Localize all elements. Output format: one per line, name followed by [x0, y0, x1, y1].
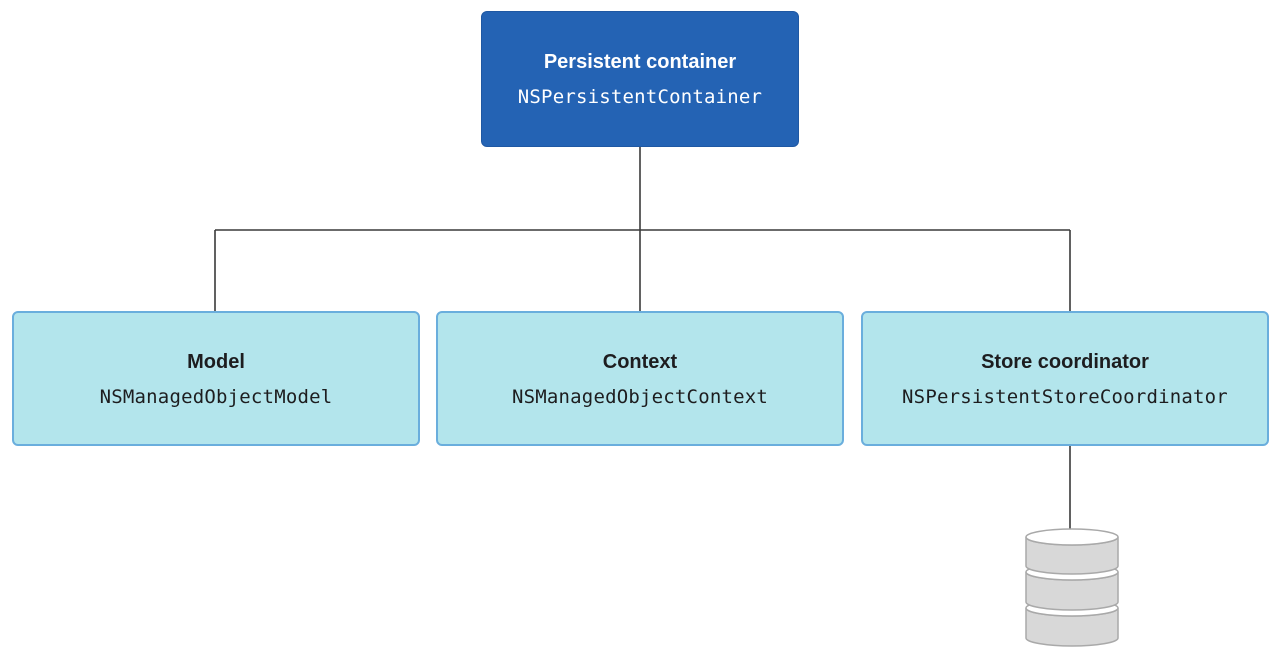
persistent-container-title: Persistent container [543, 51, 737, 73]
database-cylinder-icon [1025, 528, 1119, 647]
model-node: Model NSManagedObjectModel [12, 311, 420, 446]
store-disk-top-cap [1025, 528, 1119, 546]
context-class: NSManagedObjectContext [511, 385, 769, 408]
store-coordinator-title: Store coordinator [981, 350, 1149, 373]
store-coordinator-class: NSPersistentStoreCoordinator [902, 385, 1228, 408]
context-node: Context NSManagedObjectContext [436, 311, 844, 446]
model-title: Model [187, 350, 245, 373]
model-class: NSManagedObjectModel [99, 385, 333, 408]
persistent-container-node: Persistent container NSPersistentContain… [481, 11, 799, 147]
persistent-container-class: NSPersistentContainer [517, 86, 763, 108]
context-title: Context [602, 350, 678, 373]
store-coordinator-node: Store coordinator NSPersistentStoreCoord… [861, 311, 1269, 446]
